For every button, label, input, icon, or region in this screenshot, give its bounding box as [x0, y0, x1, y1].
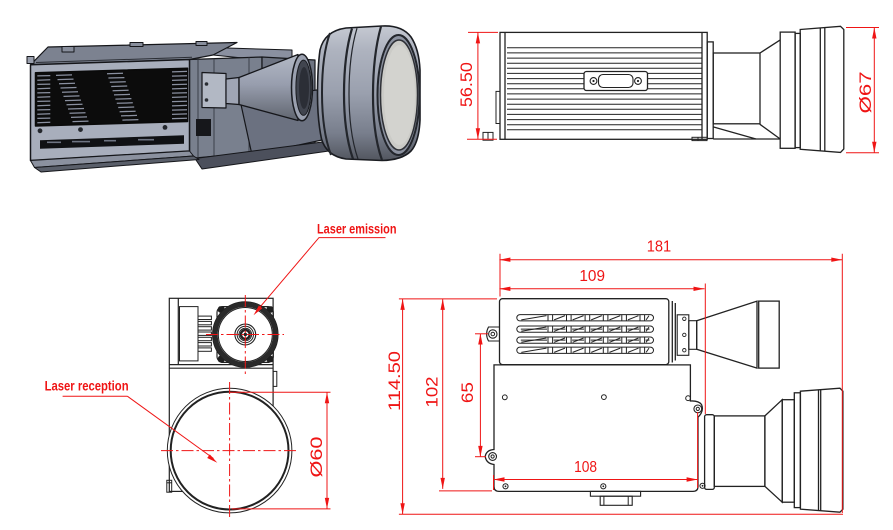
svg-text:Laser emission: Laser emission	[317, 222, 397, 237]
svg-text:114.50: 114.50	[386, 351, 404, 411]
svg-text:108: 108	[574, 459, 597, 476]
svg-text:Laser reception: Laser reception	[45, 379, 129, 394]
svg-text:Ø67: Ø67	[857, 71, 875, 113]
svg-text:102: 102	[424, 377, 442, 408]
svg-text:56.50: 56.50	[458, 62, 476, 107]
svg-text:Ø60: Ø60	[308, 437, 326, 478]
svg-text:109: 109	[579, 268, 605, 285]
svg-text:181: 181	[647, 239, 672, 256]
svg-text:65: 65	[459, 382, 477, 403]
